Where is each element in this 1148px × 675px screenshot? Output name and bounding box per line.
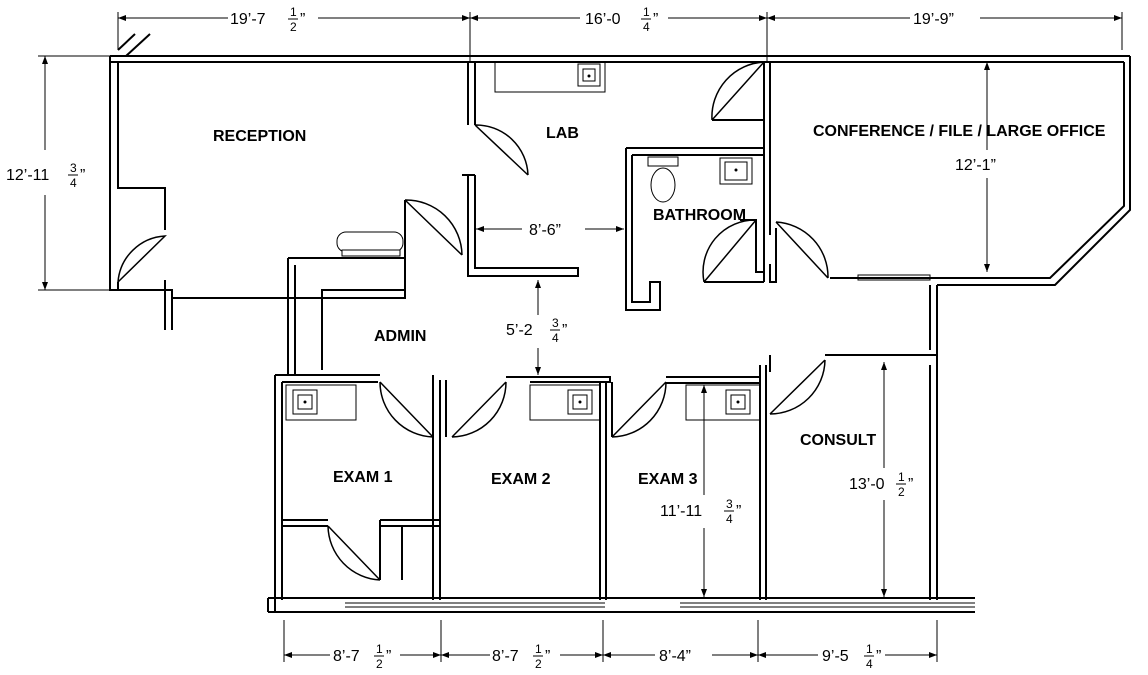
sink-icon (292, 389, 318, 415)
dim-bottom-exam1-num: 1 (376, 642, 383, 656)
dim-conference-height: 12’-1” (955, 157, 996, 174)
dim-bottom-exam2-num: 1 (535, 642, 542, 656)
room-label-lab: LAB (546, 125, 579, 142)
room-labels: RECEPTION LAB BATHROOM CONFERENCE / FILE… (213, 123, 1106, 488)
dim-consult-height-den: 2 (898, 485, 905, 499)
dim-bottom-consult-num: 1 (866, 642, 873, 656)
dim-consult-height: 13’-0 (849, 476, 885, 493)
sink-icon (719, 157, 753, 185)
dim-bottom-exam1-den: 2 (376, 657, 383, 671)
dimension-lines (38, 12, 1123, 662)
dim-left-height-num: 3 (70, 161, 77, 175)
exam-walls (267, 355, 975, 613)
dim-top-reception-num: 1 (290, 5, 297, 19)
dim-bottom-consult: 9’-5 (822, 648, 849, 665)
door-exam1 (379, 381, 434, 438)
dim-top-lab: 16’-0 (585, 11, 621, 28)
door-exam1-closet (327, 525, 381, 581)
door-conference-lower (775, 221, 829, 279)
dim-consult-height-tail: ” (908, 476, 913, 493)
sink-icon (567, 389, 593, 415)
dim-admin-gap-den: 4 (552, 331, 559, 345)
dim-bottom-consult-tail: ” (876, 648, 881, 665)
door-bathroom (702, 219, 757, 283)
room-label-reception: RECEPTION (213, 128, 306, 145)
dim-top-lab-num: 1 (643, 5, 650, 19)
dim-exam3-height-tail: ” (736, 503, 741, 520)
door-exam2 (451, 381, 507, 438)
dim-bottom-exam2: 8’-7 (492, 648, 519, 665)
dim-consult-height-num: 1 (898, 470, 905, 484)
dim-top-conference: 19’-9” (913, 11, 954, 28)
door-admin-reception (404, 199, 463, 256)
door-exam3 (611, 381, 667, 438)
room-label-exam3: EXAM 3 (638, 471, 698, 488)
door-consult (769, 359, 826, 415)
dim-admin-gap: 5’-2 (506, 322, 533, 339)
dim-bottom-consult-den: 4 (866, 657, 873, 671)
dim-admin-gap-tail: ” (562, 322, 567, 339)
bathroom-walls (625, 147, 764, 311)
dim-admin-gap-num: 3 (552, 316, 559, 330)
dim-top-reception: 19’-7 (230, 11, 266, 28)
dim-top-lab-den: 4 (643, 20, 650, 34)
room-label-exam1: EXAM 1 (333, 469, 393, 486)
room-label-bathroom: BATHROOM (653, 207, 746, 224)
dim-left-height-tail: ” (80, 167, 85, 184)
dim-lab-width: 8’-6” (529, 222, 561, 239)
dim-top-lab-tail: ” (653, 11, 658, 28)
dim-exam3-height: 11’-11 (660, 503, 702, 520)
dim-top-reception-tail: ” (300, 11, 305, 28)
door-reception-entry (117, 235, 167, 283)
dim-bottom-exam1-tail: ” (386, 648, 391, 665)
dim-bottom-exam3: 8’-4” (659, 648, 691, 665)
exterior-walls (109, 33, 1131, 330)
dim-bottom-exam1: 8’-7 (333, 648, 360, 665)
dim-left-height: 12’-11 (6, 167, 49, 184)
sink-icon (577, 63, 601, 87)
door-lab (474, 124, 529, 176)
dim-exam3-height-num: 3 (726, 497, 733, 511)
room-label-conference: CONFERENCE / FILE / LARGE OFFICE (813, 123, 1106, 140)
fixtures (292, 63, 931, 415)
sink-icon (725, 389, 751, 415)
room-label-exam2: EXAM 2 (491, 471, 551, 488)
room-label-admin: ADMIN (374, 328, 426, 345)
lab-walls (462, 61, 777, 283)
dim-left-height-den: 4 (70, 176, 77, 190)
toilet-icon (647, 156, 679, 203)
dim-bottom-exam2-den: 2 (535, 657, 542, 671)
room-label-consult: CONSULT (800, 432, 876, 449)
dim-exam3-height-den: 4 (726, 512, 733, 526)
dimension-labels: 19’-7 1 2 ” 16’-0 1 4 ” 19’-9” 12’-11 3 … (6, 5, 996, 671)
door-conference (711, 61, 765, 121)
admin-walls (287, 200, 938, 376)
dim-bottom-exam2-tail: ” (545, 648, 550, 665)
reception-counter-icon (336, 231, 404, 257)
doors (117, 61, 829, 581)
dim-top-reception-den: 2 (290, 20, 297, 34)
